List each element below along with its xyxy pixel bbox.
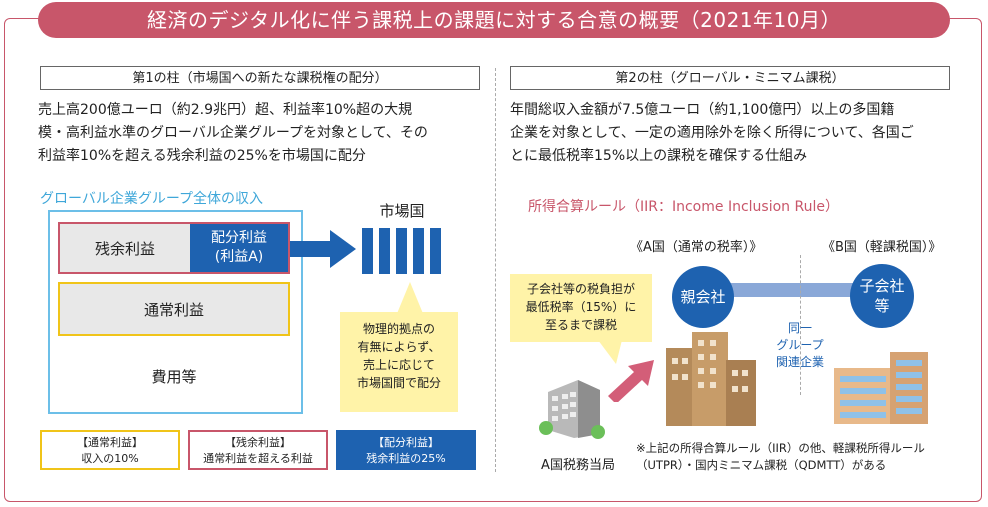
legend-title: 【通常利益】 [77,436,143,449]
group-line: グループ [776,338,824,352]
legend-residual-profit: 【残余利益】 通常利益を超える利益 [188,430,328,470]
residual-profit-box: 残余利益 [58,222,190,274]
iir-rule-label: 所得合算ルール（IIR：Income Inclusion Rule） [528,199,839,215]
group-revenue-box [48,210,303,414]
tax-office-building-icon [539,380,605,439]
normal-profit-box: 通常利益 [58,282,290,336]
column-divider [495,68,496,472]
pillar1-heading: 第1の柱（市場国への新たな課税権の配分） [40,66,480,90]
legend-allocated-profit: 【配分利益】 残余利益の25% [336,430,476,470]
allocated-profit-box: 配分利益 (利益A) [190,222,290,274]
group-revenue-label: グローバル企業グループ全体の収入 [40,191,264,207]
pillar1-description: 売上高200億ユーロ（約2.9兆円）超、利益率10%超の大規 模・高利益水準のグ… [38,99,493,168]
bubble-line: 市場国間で配分 [356,376,441,390]
tax-office-label: A国税務当局 [541,458,615,473]
speech-bubble-shape [340,282,458,412]
legend-text: 残余利益の25% [366,452,446,465]
office-buildings-icon [666,332,756,426]
pillar2-bubble-text: 子会社等の税負担が 最低税率（15%）に 至るまで課税 [510,280,652,334]
market-country-label: 市場国 [379,202,425,220]
page-title: 経済のデジタル化に伴う課税上の課題に対する合意の概要（2021年10月） [38,2,950,38]
expenses-label: 費用等 [151,367,197,386]
market-bar [379,228,390,274]
same-group-label: 同一 グループ 関連企業 [760,320,840,371]
subsidiary-sublabel: 等 [874,297,890,315]
allocated-profit-sublabel: (利益A) [214,249,264,265]
pillar1-bubble-text: 物理的拠点の 有無によらず、 売上に応じて 市場国間で配分 [340,320,458,392]
pillar2-description: 年間総収入金額が7.5億ユーロ（約1,100億円）以上の多国籍 企業を対象として… [510,99,975,168]
market-bar [362,228,373,274]
bubble-line: 子会社等の税負担が [526,282,635,296]
legend-title: 【配分利益】 [373,436,439,449]
pillar1-desc-line: 模・高利益水準のグローバル企業グループを対象として、その [38,125,428,141]
pillar2-desc-line: 年間総収入金額が7.5億ユーロ（約1,100億円）以上の多国籍 [510,102,895,118]
arrow-right-icon [290,230,356,268]
country-a-label: 《A国（通常の税率）》 [630,240,763,255]
bubble-line: 有無によらず、 [357,340,441,354]
arrow-up-right-icon [608,360,654,402]
parent-company-circle: 親会社 [672,266,734,328]
pillar2-desc-line: 企業を対象として、一定の適用除外を除く所得について、各国ご [510,125,914,141]
pillar1-desc-line: 利益率10%を超える残余利益の25%を市場国に配分 [38,148,366,164]
subsidiary-circle: 子会社 等 [850,264,914,328]
pillar2-desc-line: とに最低税率15%以上の課税を確保する仕組み [510,148,808,164]
legend-normal-profit: 【通常利益】 収入の10% [40,430,180,470]
bubble-line: 売上に応じて [362,358,435,372]
footnote: ※上記の所得合算ルール（IIR）の他、軽課税所得ルール （UTPR）・国内ミニマ… [636,440,976,474]
footnote-line: （UTPR）・国内ミニマム課税（QDMTT）がある [636,458,887,472]
market-country-bars [362,228,442,274]
legend-text: 収入の10% [81,452,139,465]
country-b-label: 《B国（軽課税国）》 [822,240,942,255]
border-line [800,255,801,395]
speech-bubble-shape [510,274,652,364]
group-line: 同一 [787,321,812,335]
pillar1-desc-line: 売上高200億ユーロ（約2.9兆円）超、利益率10%超の大規 [38,102,413,118]
market-bar [413,228,424,274]
pillar2-heading: 第2の柱（グローバル・ミニマム課税） [510,66,950,90]
allocated-profit-label: 配分利益 [211,230,267,246]
bubble-line: 至るまで課税 [544,318,617,332]
market-bar [396,228,407,274]
legend-title: 【残余利益】 [225,436,291,449]
legend-text: 通常利益を超える利益 [203,452,313,465]
subsidiary-buildings-icon [834,352,928,424]
footnote-line: ※上記の所得合算ルール（IIR）の他、軽課税所得ルール [636,441,925,455]
bubble-line: 最低税率（15%）に [525,300,637,314]
group-connector [720,283,870,297]
group-line: 関連企業 [775,355,824,369]
subsidiary-label: 子会社 [859,277,905,295]
market-bar [430,228,441,274]
bubble-line: 物理的拠点の [362,322,435,336]
